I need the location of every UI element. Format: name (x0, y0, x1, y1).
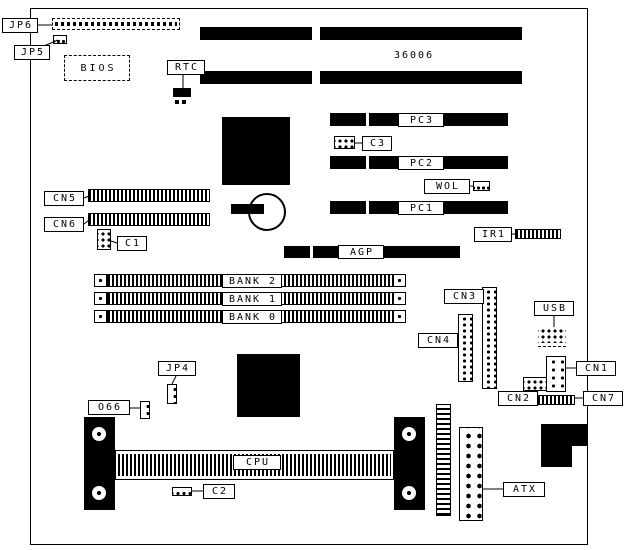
o66-jumper (140, 401, 150, 419)
bank0-label: BANK 0 (222, 310, 282, 324)
slot-key (366, 201, 369, 214)
dimm-clip (393, 274, 406, 287)
bios-label: BIOS (80, 62, 117, 74)
battery-holder (231, 204, 264, 214)
jp6-pin-header (52, 18, 180, 30)
rtc-pin (182, 100, 186, 104)
c2-label: C2 (203, 484, 235, 499)
c1-connector (97, 229, 111, 250)
jp6-label: JP6 (2, 18, 38, 33)
cn1-connector (546, 356, 566, 392)
o66-label: O66 (88, 400, 130, 415)
c2-connector (172, 487, 192, 496)
dimm-clip (94, 274, 107, 287)
ir1-label: IR1 (474, 227, 512, 242)
southbridge-chip (237, 354, 300, 417)
io-port-block (541, 424, 588, 446)
usb-header-outline (538, 346, 566, 347)
jp4-label: JP4 (158, 361, 196, 376)
mounting-hole (402, 486, 416, 500)
cn3-connector (482, 287, 497, 389)
cn2-label: CN2 (498, 391, 538, 406)
front-panel-header (436, 404, 451, 516)
c3-label: C3 (362, 136, 392, 151)
pc3-label: PC3 (398, 113, 444, 127)
cn1-label: CN1 (576, 361, 616, 376)
pc2-label: PC2 (398, 156, 444, 170)
ir1-connector (515, 229, 561, 239)
expansion-slot (320, 27, 522, 40)
cn6-label: CN6 (44, 217, 84, 232)
mounting-hole (92, 486, 106, 500)
bank2-label: BANK 2 (222, 274, 282, 288)
cn7-label: CN7 (583, 391, 623, 406)
c3-connector (334, 136, 355, 149)
expansion-slot (200, 27, 312, 40)
jp5-jumper (53, 35, 67, 44)
cn5-label: CN5 (44, 191, 84, 206)
jp6-pins (55, 22, 177, 26)
dimm-clip (94, 310, 107, 323)
dimm-clip (94, 292, 107, 305)
cpu-label: CPU (233, 455, 281, 470)
usb-label: USB (534, 301, 574, 316)
cn4-connector (458, 314, 473, 382)
dimm-clip (393, 310, 406, 323)
expansion-slot (320, 71, 522, 84)
jp5-label: JP5 (14, 45, 50, 60)
mounting-hole (402, 427, 416, 441)
rtc-label: RTC (167, 60, 205, 75)
cn4-label: CN4 (418, 333, 458, 348)
cn5-connector (88, 189, 210, 202)
board-number: 36006 (394, 50, 435, 61)
cn6-connector (88, 213, 210, 226)
expansion-slot (200, 71, 312, 84)
cmos-battery (248, 193, 286, 231)
slot-key (366, 113, 369, 126)
wol-connector (473, 181, 490, 191)
atx-label: ATX (503, 482, 545, 497)
dimm-clip (393, 292, 406, 305)
bank1-label: BANK 1 (222, 292, 282, 306)
rtc-pin (175, 100, 179, 104)
jp4-jumper (167, 384, 177, 404)
cn2-connector (523, 377, 547, 391)
agp-label: AGP (338, 245, 384, 259)
slot-key (366, 156, 369, 169)
slot-key (310, 246, 313, 258)
mounting-hole (92, 427, 106, 441)
cn3-label: CN3 (444, 289, 484, 304)
cn7-connector (533, 395, 575, 405)
northbridge-chip (222, 117, 290, 185)
bios-chip: BIOS (64, 55, 130, 81)
usb-header (538, 327, 566, 343)
atx-power-connector (459, 427, 483, 521)
wol-label: WOL (424, 179, 470, 194)
io-port-block (541, 446, 572, 467)
rtc-chip (173, 88, 191, 97)
pc1-label: PC1 (398, 201, 444, 215)
c1-label: C1 (117, 236, 147, 251)
